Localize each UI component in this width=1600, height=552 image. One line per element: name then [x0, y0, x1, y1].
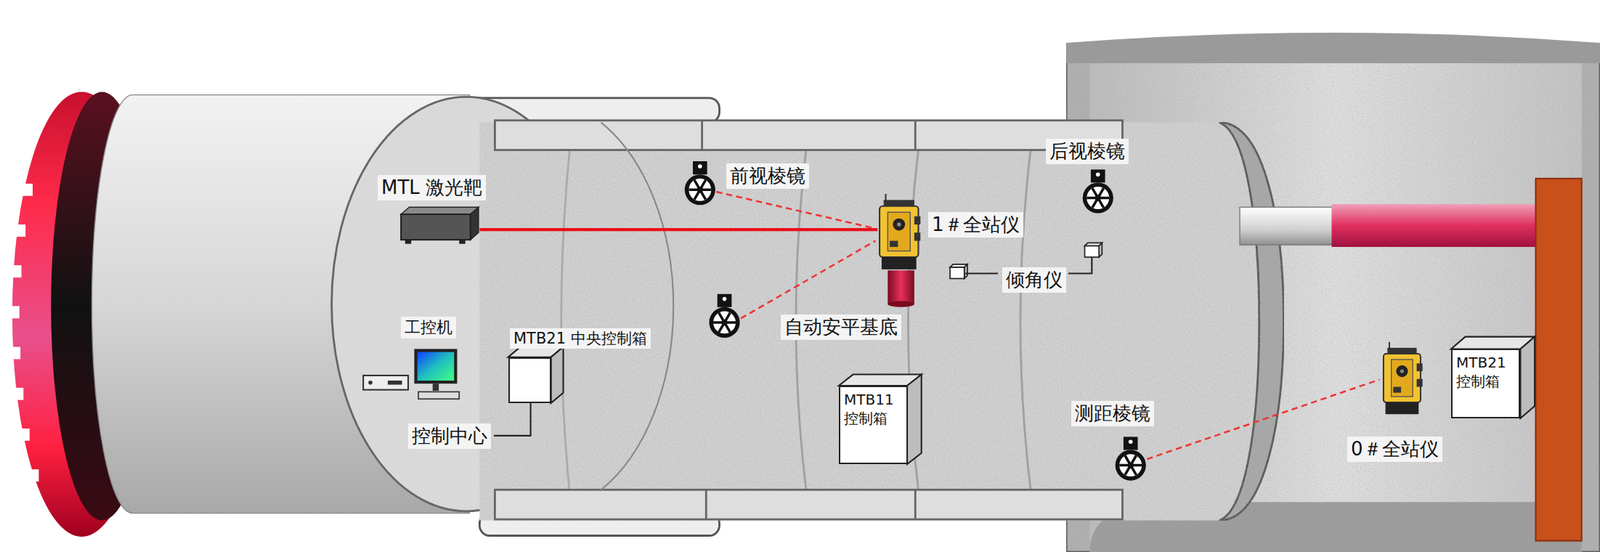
- sight-lines: [716, 191, 1380, 460]
- control-box: MTB21 中央控制箱: [508, 357, 552, 404]
- control-computer: [363, 348, 531, 436]
- part-label: 工控机: [400, 316, 457, 339]
- tunnel-lining: [479, 120, 1284, 521]
- jacking-system: [1239, 178, 1582, 542]
- box-faces: [508, 336, 1535, 465]
- part-label: 前视棱镜: [726, 163, 810, 189]
- part-label: MTL 激光靶: [377, 175, 486, 201]
- part-label: 1＃全站仪: [928, 212, 1024, 238]
- part-label: 测距棱镜: [1071, 400, 1155, 427]
- part-label: 控制中心: [408, 423, 491, 449]
- box-label: MTB11 控制箱: [840, 387, 907, 431]
- box-label: MTB21 控制箱: [1452, 350, 1519, 394]
- part-label: 自动安平基底: [780, 314, 902, 340]
- box-heading: MTB21 中央控制箱: [509, 328, 651, 349]
- control-box: MTB21 控制箱: [1451, 348, 1521, 419]
- instruments: [684, 161, 1423, 481]
- control-box: MTB11 控制箱: [838, 385, 908, 465]
- part-label: 0＃全站仪: [1347, 436, 1443, 462]
- part-label: 后视棱镜: [1045, 138, 1129, 165]
- part-label: 倾角仪: [1002, 267, 1067, 293]
